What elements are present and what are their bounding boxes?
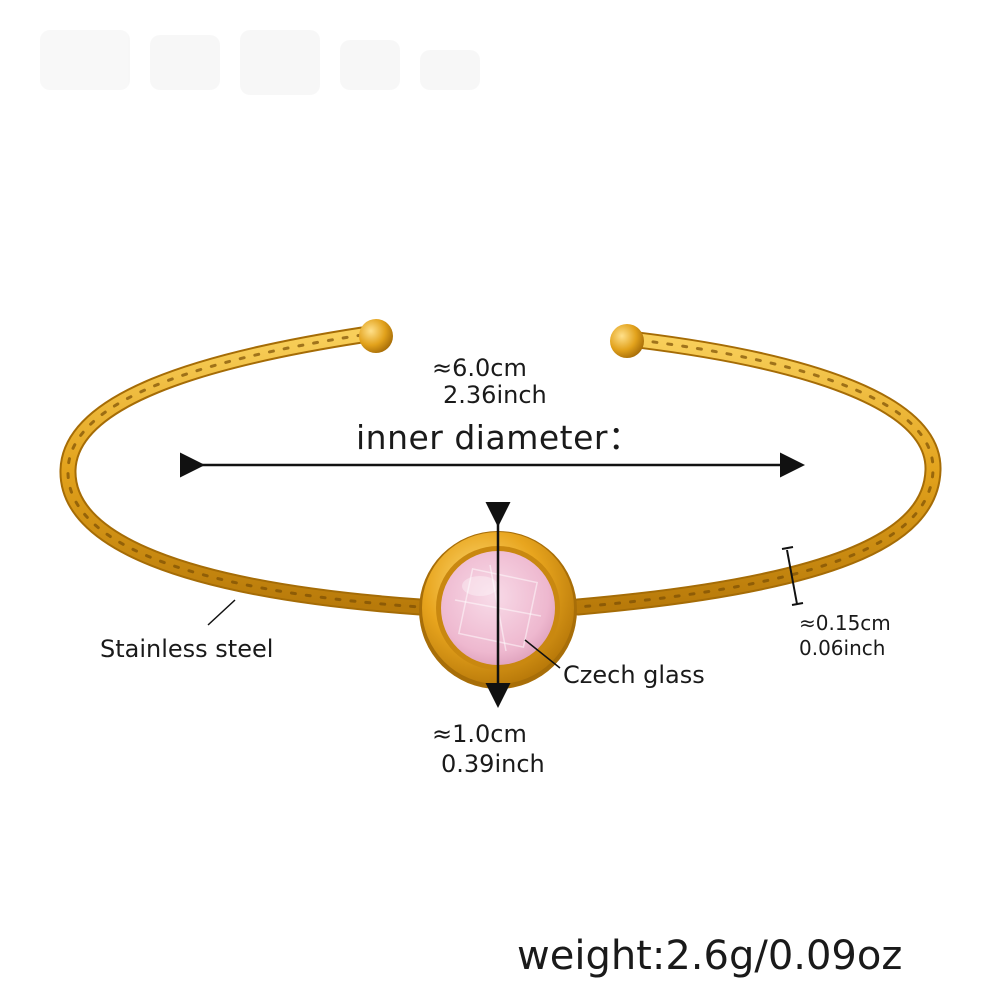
stone-label: Czech glass	[563, 661, 705, 689]
left-ball-end	[359, 319, 393, 353]
wire-thickness-marker	[781, 546, 804, 606]
stone-leader-line	[524, 639, 561, 669]
inner-diameter-inch: 2.36inch	[443, 381, 547, 409]
bracelet-wire	[59, 326, 942, 616]
wire-thickness-inch: 0.06inch	[799, 636, 886, 660]
inner-diameter-cm: ≈6.0cm	[432, 354, 527, 382]
stone-size-inch: 0.39inch	[441, 750, 545, 778]
inner-diameter-title: inner diameter：	[356, 418, 642, 457]
wire-thickness-cm: ≈0.15cm	[799, 611, 891, 635]
material-label: Stainless steel	[100, 635, 274, 663]
weight-label: weight:2.6g/0.09oz	[517, 933, 903, 979]
material-leader-line	[207, 599, 236, 626]
watermark	[40, 30, 480, 95]
right-ball-end	[610, 324, 644, 358]
stone-size-cm: ≈1.0cm	[432, 720, 527, 748]
